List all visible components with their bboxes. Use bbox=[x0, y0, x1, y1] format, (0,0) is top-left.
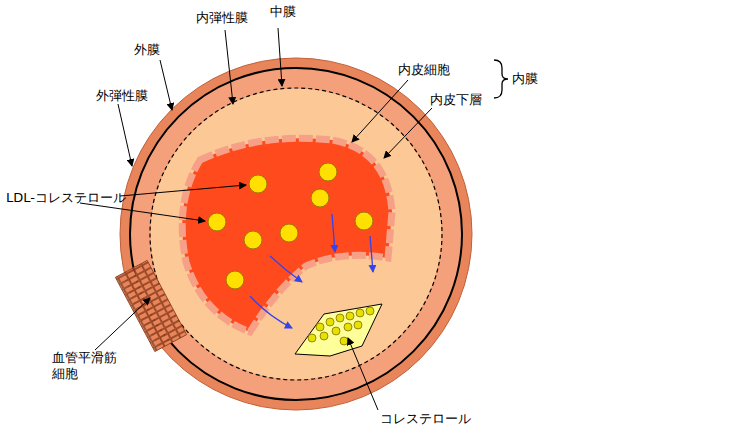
deposit-label: コレステロール bbox=[380, 411, 471, 427]
layer-label: 外膜 bbox=[134, 42, 160, 58]
layer-label: 内膜 bbox=[512, 71, 538, 87]
layer-label: 内皮下層 bbox=[430, 92, 482, 108]
membrane-label: 内弾性膜 bbox=[196, 10, 248, 26]
particle-label: LDL-コレステロール bbox=[6, 190, 126, 206]
cell-label: 内皮細胞 bbox=[398, 62, 450, 78]
cell-label: 血管平滑筋 細胞 bbox=[52, 350, 120, 381]
layer-label: 中膜 bbox=[270, 4, 296, 20]
membrane-label: 外弾性膜 bbox=[96, 88, 148, 104]
